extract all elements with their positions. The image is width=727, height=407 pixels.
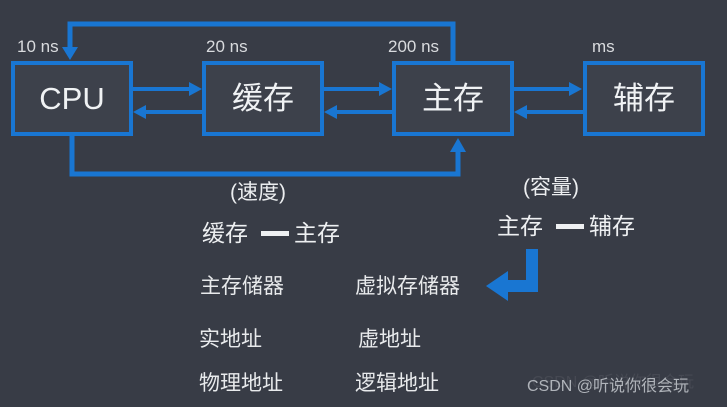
latency-label-mainmem: 200 ns bbox=[388, 37, 440, 56]
dash-connector bbox=[556, 224, 584, 229]
arrowhead-up-into-mainmem-icon bbox=[450, 138, 466, 152]
node-cache: 缓存 bbox=[202, 61, 324, 136]
term-logical-address: 逻辑地址 bbox=[355, 372, 439, 395]
latency-label-auxmem: ms bbox=[592, 37, 615, 56]
speed-pair-right: 主存 bbox=[294, 220, 340, 246]
mainmem-to-cpu-top-connector bbox=[67, 21, 456, 62]
watermark: CSDN @听说你很会玩 bbox=[527, 378, 690, 395]
latency-label-cpu: 10 ns bbox=[17, 37, 59, 56]
term-real-address: 实地址 bbox=[199, 328, 262, 351]
node-auxmem: 辅存 bbox=[583, 61, 705, 136]
dash-connector bbox=[261, 231, 289, 236]
arrowhead-right-into-cache-icon bbox=[189, 82, 202, 96]
speed-pair-left: 缓存 bbox=[202, 220, 248, 246]
node-auxmem-label: 辅存 bbox=[613, 81, 675, 116]
node-cpu-label: CPU bbox=[39, 81, 105, 116]
node-mainmem-label: 主存 bbox=[422, 81, 484, 116]
arrowhead-right-into-mainmem-icon bbox=[379, 82, 392, 96]
speed-section-title: (速度) bbox=[230, 181, 286, 204]
capacity-pair-left: 主存 bbox=[497, 213, 543, 239]
capacity-pair-row: 主存 辅存 bbox=[497, 213, 635, 240]
capacity-pair-right: 辅存 bbox=[589, 213, 635, 239]
arrowhead-left-into-mainmem-icon bbox=[514, 105, 527, 119]
latency-label-cache: 20 ns bbox=[206, 37, 248, 56]
capacity-to-terms-bent-arrow bbox=[507, 249, 538, 292]
speed-pair-row: 缓存 主存 bbox=[202, 220, 340, 247]
arrowhead-left-into-cpu-icon bbox=[133, 105, 146, 119]
arrowhead-down-into-cpu-icon bbox=[62, 47, 78, 60]
node-mainmem: 主存 bbox=[392, 61, 514, 136]
term-virtual-storage: 虚拟存储器 bbox=[355, 275, 460, 298]
arrowhead-left-bent-icon bbox=[486, 271, 508, 301]
term-physical-address: 物理地址 bbox=[199, 372, 283, 395]
node-cpu: CPU bbox=[11, 61, 133, 136]
term-main-storage: 主存储器 bbox=[200, 275, 284, 298]
cpu-to-mainmem-bottom-connector bbox=[69, 135, 461, 177]
term-virtual-address: 虚地址 bbox=[358, 328, 421, 351]
arrowhead-left-into-cache-icon bbox=[324, 105, 337, 119]
node-cache-label: 缓存 bbox=[232, 81, 294, 116]
arrowhead-right-into-auxmem-icon bbox=[569, 82, 582, 96]
capacity-section-title: (容量) bbox=[523, 176, 579, 199]
